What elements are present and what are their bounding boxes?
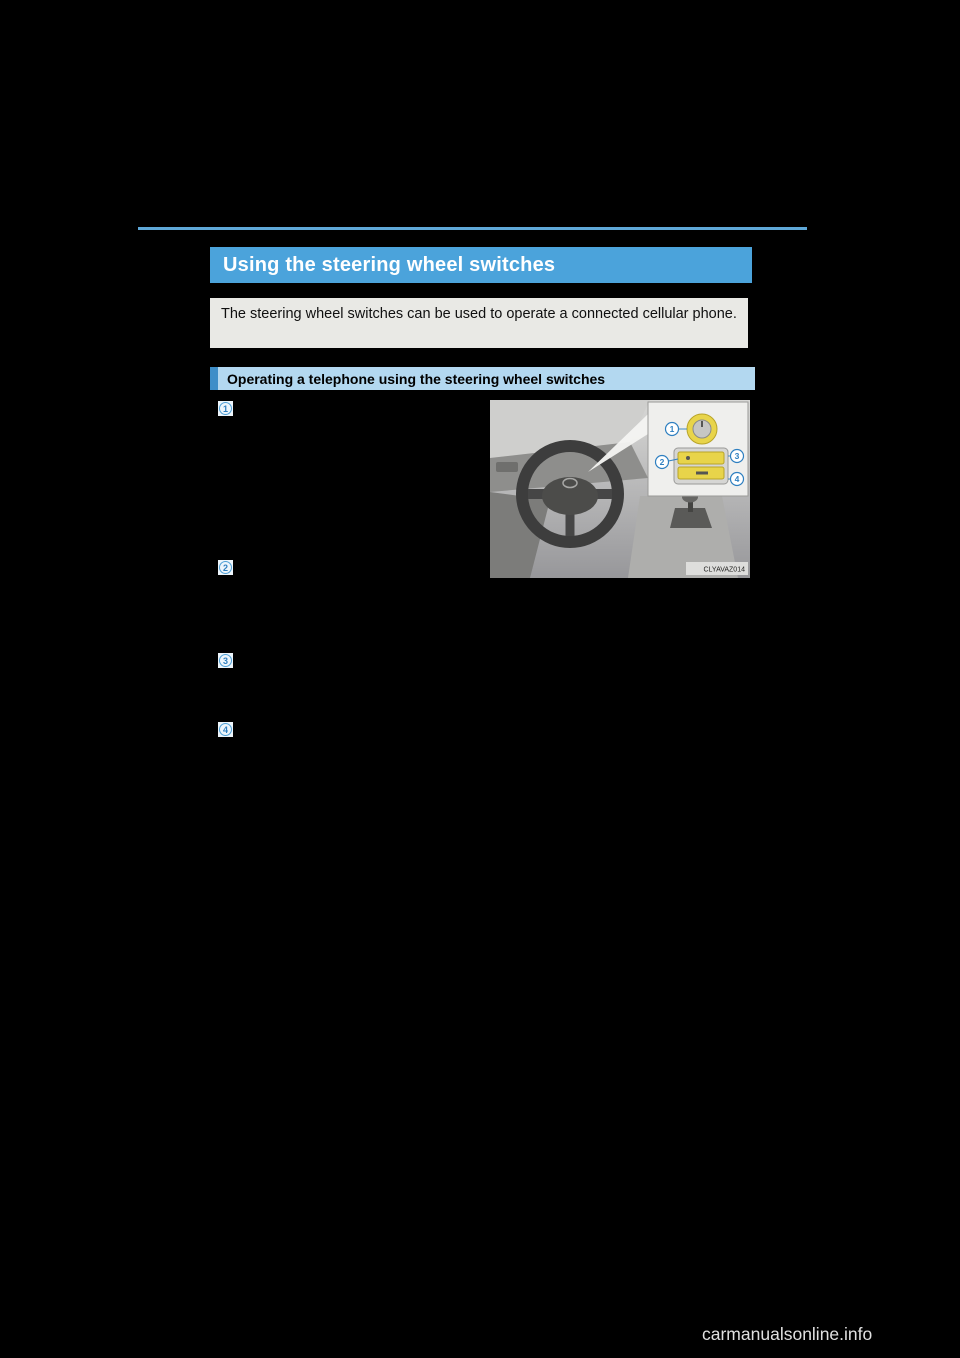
list-marker-2: 2: [218, 560, 233, 575]
figure-callout-3-circle: [729, 448, 745, 464]
knob-tick: [701, 421, 703, 427]
shifter-stick: [688, 498, 693, 512]
switch-glyph-dot: [686, 456, 690, 460]
callout-pointer: [588, 414, 648, 472]
windshield: [490, 400, 650, 458]
list-marker-1-number: 1: [219, 402, 232, 415]
figure-callout-4-number: 4: [735, 474, 740, 484]
list-marker-3-number: 3: [219, 654, 232, 667]
side-vent-icon: [496, 462, 518, 472]
figure-callout-2-number: 2: [660, 457, 665, 467]
switch-glyph-bar: [696, 471, 708, 475]
shifter-boot: [670, 508, 712, 528]
figure-callout-3-number: 3: [735, 451, 740, 461]
figure-callout-4-circle: [729, 471, 745, 487]
list-marker-4-number: 4: [219, 723, 232, 736]
list-marker-3: 3: [218, 653, 233, 668]
steering-wheel-figure: 1 2 3 4 CLYAVAZ014: [490, 400, 750, 578]
volume-knob-icon: [692, 419, 712, 439]
callout-2-line: [668, 458, 679, 462]
intro-text-box: The steering wheel switches can be used …: [210, 298, 748, 348]
section-header: Operating a telephone using the steering…: [210, 367, 755, 390]
list-marker-1: 1: [218, 401, 233, 416]
figure-callout-2-circle: [654, 454, 670, 470]
phone-switch-upper: [677, 451, 725, 465]
section-accent-bar: [210, 367, 218, 390]
door-panel: [490, 492, 550, 578]
list-marker-4: 4: [218, 722, 233, 737]
list-marker-2-number: 2: [219, 561, 232, 574]
figure-callout-1-circle: [664, 421, 680, 437]
page-title: Using the steering wheel switches: [210, 247, 752, 283]
lexus-emblem-icon: [562, 477, 578, 489]
caption-plate: [686, 562, 748, 575]
top-rule-line: [138, 227, 807, 230]
steering-wheel-rim: [516, 440, 624, 548]
figure-callout-1-number: 1: [670, 424, 675, 434]
watermark-text: carmanualsonline.info: [702, 1324, 873, 1344]
center-console: [628, 496, 738, 578]
figure-caption: CLYAVAZ014: [703, 567, 745, 574]
section-header-label: Operating a telephone using the steering…: [227, 370, 606, 387]
wheel-hub: [542, 477, 598, 515]
